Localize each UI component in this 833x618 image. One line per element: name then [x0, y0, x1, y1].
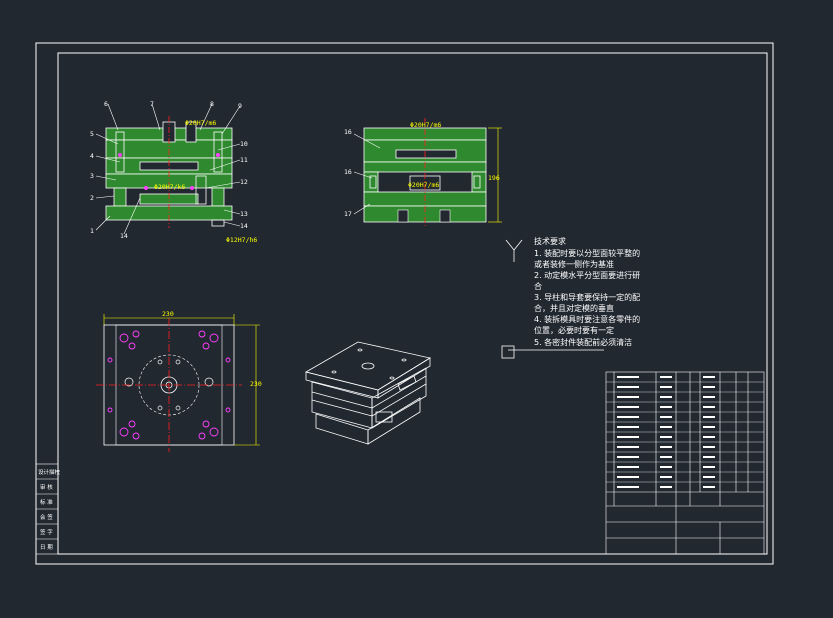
bom-cell-text — [617, 486, 639, 488]
main-callout-top-1: 7 — [150, 100, 154, 108]
tech-line-6: 4. 装拆模具时要注意各零件的 — [534, 315, 641, 324]
bom-cell-text — [660, 416, 672, 418]
bom-cell-text — [660, 456, 672, 458]
tech-line-8: 5. 各密封件装配前必须清洁 — [534, 338, 633, 347]
plan-height-dim: 230 — [250, 380, 262, 388]
bom-cell-text — [660, 426, 672, 428]
main-callout-left-1: 4 — [90, 152, 94, 160]
side-fit-top: Φ20H7/m6 — [410, 121, 441, 129]
bom-cell-text — [703, 406, 715, 408]
bom-cell-text — [617, 476, 639, 478]
tech-line-5: 合，并且对定模的垂直 — [534, 304, 614, 313]
main-callout-right-2: 12 — [240, 178, 248, 186]
bom-cell-text — [660, 476, 672, 478]
plan-width-dim: 230 — [162, 310, 174, 318]
side-callout-2: 17 — [344, 210, 352, 218]
main-section-view — [95, 103, 241, 235]
main-callout-right-3: 13 — [240, 210, 248, 218]
main-callout-right-0: 10 — [240, 140, 248, 148]
bom-cell-text — [617, 426, 639, 428]
main-callout-top-3: 9 — [238, 102, 242, 110]
tech-line-3: 合 — [534, 282, 542, 291]
bom-rows — [606, 376, 764, 488]
main-callout-left-3: 2 — [90, 194, 94, 202]
bom-cell-text — [617, 456, 639, 458]
bom-cell-text — [703, 426, 715, 428]
bom-cell-text — [660, 376, 672, 378]
bom-cell-text — [617, 436, 639, 438]
bom-cell-text — [660, 386, 672, 388]
tech-requirements-title: 技术要求 — [534, 237, 566, 246]
bom-cell-text — [617, 386, 639, 388]
bom-cell-text — [703, 456, 715, 458]
bom-cell-text — [703, 436, 715, 438]
plan-view — [96, 314, 260, 452]
main-fit-top: Φ20H7/m6 — [185, 119, 216, 127]
bom-cell-text — [703, 416, 715, 418]
bom-cell-text — [617, 466, 639, 468]
bom-cell-text — [703, 476, 715, 478]
main-fit-mid: Φ20H7/k6 — [154, 183, 185, 191]
bom-cell-text — [660, 406, 672, 408]
bom-cell-text — [617, 446, 639, 448]
tech-line-4: 3. 导柱和导套要保持一定的配 — [534, 293, 641, 302]
bom-cell-text — [660, 396, 672, 398]
tech-line-2: 2. 动定模水平分型面要进行研 — [534, 271, 641, 280]
main-fit-bottom: Φ12H7/h6 — [226, 236, 257, 244]
tech-line-7: 位置，必要时要有一定 — [534, 326, 614, 335]
inner-border — [57, 52, 768, 555]
side-section-view — [353, 118, 502, 228]
bom-cell-text — [660, 436, 672, 438]
main-callout-right-1: 11 — [240, 156, 248, 164]
bom-cell-text — [703, 446, 715, 448]
main-callout-right-4: 14 — [240, 222, 248, 230]
bom-cell-text — [660, 446, 672, 448]
main-callout-left-0: 5 — [90, 130, 94, 138]
outer-border — [35, 42, 774, 565]
tech-requirements-leader — [501, 239, 604, 359]
side-fit-mid: Φ20H7/m6 — [408, 181, 439, 189]
main-callout-left-2: 3 — [90, 172, 94, 180]
side-callout-1: 16 — [344, 168, 352, 176]
left-sign-strip — [35, 463, 59, 555]
bom-cell-text — [703, 466, 715, 468]
bom-cell-text — [703, 486, 715, 488]
bom-cell-text — [617, 396, 639, 398]
strip-cell-0: 设计描校 — [38, 468, 61, 476]
strip-cell-3: 会 签 — [40, 513, 53, 521]
bom-cell-text — [703, 386, 715, 388]
strip-cell-4: 签 字 — [40, 528, 53, 536]
tech-line-1: 或者装修一侧作为基准 — [534, 260, 614, 269]
tech-line-0: 1. 装配时要以分型面较平整的 — [534, 249, 641, 258]
bom-cell-text — [660, 466, 672, 468]
isometric-view — [304, 341, 432, 445]
bom-cell-text — [703, 376, 715, 378]
main-callout-top-0: 6 — [104, 100, 108, 108]
main-callout-left-4: 1 — [90, 227, 94, 235]
strip-cell-2: 标 准 — [40, 498, 53, 506]
bom-cell-text — [617, 376, 639, 378]
bom-cell-text — [660, 486, 672, 488]
main-callout-top-2: 8 — [210, 100, 214, 108]
main-callout-bottom-left: 14 — [120, 232, 128, 240]
title-block — [605, 371, 765, 555]
strip-cell-1: 审 核 — [40, 483, 53, 491]
side-height-dim: 196 — [488, 174, 500, 182]
bom-cell-text — [617, 406, 639, 408]
bom-cell-text — [703, 396, 715, 398]
bom-cell-text — [617, 416, 639, 418]
strip-cell-5: 日 期 — [40, 544, 53, 551]
side-callout-0: 16 — [344, 128, 352, 136]
